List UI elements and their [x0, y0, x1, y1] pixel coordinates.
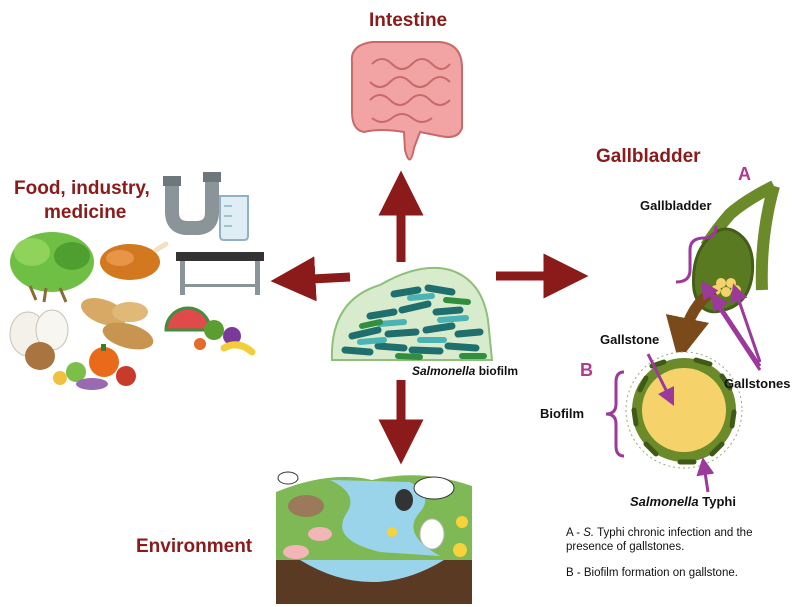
- intestine-label: Intestine: [369, 10, 448, 31]
- lab-table-icon: [176, 252, 264, 295]
- gallstone-label: Gallstone: [600, 332, 660, 347]
- environment-illustration: [276, 471, 472, 604]
- gallbladder-bracket: [675, 225, 718, 284]
- letter-a: A: [738, 164, 751, 184]
- beaker-icon: [219, 195, 249, 241]
- note-b: B - Biofilm formation on gallstone.: [566, 567, 738, 579]
- environment-label: Environment: [136, 536, 253, 557]
- salmonella-biofilm-illustration: [330, 266, 494, 361]
- brown-arrow: [665, 285, 718, 362]
- note-a: A - S. Typhi chronic infection and the p…: [566, 527, 753, 553]
- food-label-line1: Food, industry,: [14, 178, 150, 199]
- letter-b: B: [580, 360, 593, 380]
- food-label-line2: medicine: [44, 202, 127, 223]
- typhi-label: Salmonella Typhi: [630, 494, 736, 509]
- arrow-gallstones-1: [730, 283, 762, 363]
- intestine-illustration: [350, 41, 463, 161]
- arrow-to-food: [270, 256, 351, 302]
- purple-annotations: [605, 225, 762, 493]
- vegetables-icon: [53, 344, 136, 390]
- gallstones-label: Gallstones: [724, 376, 791, 391]
- gallbladder-title: Gallbladder: [596, 146, 701, 167]
- red-arrows: [270, 170, 589, 465]
- fruit-basket-icon: [164, 306, 256, 356]
- arrow-gallstones-3: [701, 280, 762, 371]
- roast-chicken-icon: [100, 241, 169, 280]
- arrow-typhi: [696, 457, 715, 493]
- arrow-gallstone: [646, 353, 675, 407]
- arrow-gallstones-2: [711, 292, 762, 367]
- biofilm-label: Biofilm: [540, 406, 585, 421]
- eggs-icon: [9, 309, 69, 370]
- pipe-icon: [163, 172, 221, 235]
- gallstone-biofilm-illustration: [625, 351, 743, 469]
- biofilm-bracket: [605, 370, 625, 458]
- peanuts-icon: [81, 298, 154, 350]
- gallbladder-label: Gallbladder: [640, 198, 712, 213]
- biofilm-caption: Salmonella biofilm: [412, 364, 519, 378]
- lettuce-icon: [10, 232, 94, 303]
